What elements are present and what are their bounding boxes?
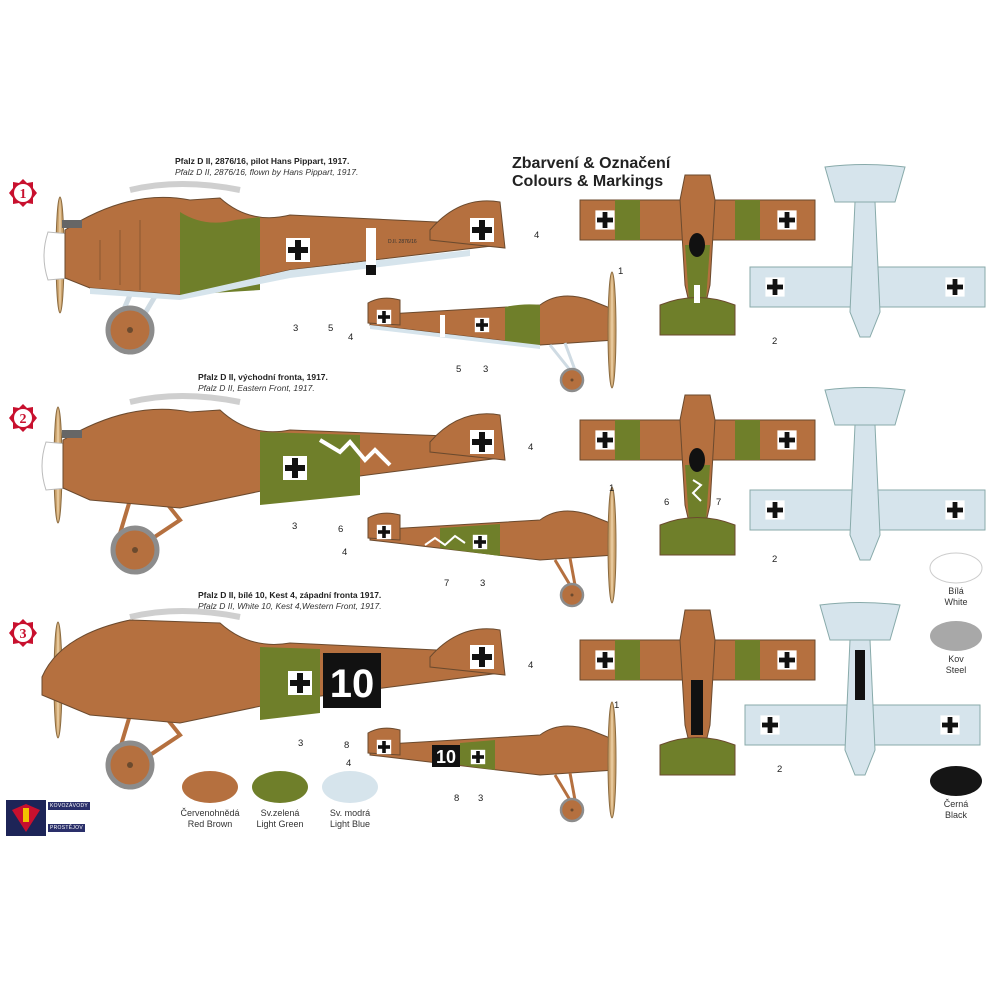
callout-number: 1 bbox=[614, 700, 620, 711]
header-title-cz: Zbarvení & Označení bbox=[512, 155, 671, 172]
caption-en: Pfalz D II, 2876/16, flown by Hans Pippa… bbox=[175, 167, 359, 177]
swatch-black bbox=[930, 766, 982, 796]
callout-number: 8 bbox=[454, 793, 460, 804]
variant-badge-icon-2: 2 bbox=[9, 404, 37, 432]
callout-number: 4 bbox=[528, 660, 534, 671]
caption-en: Pfalz D II, Eastern Front, 1917. bbox=[198, 383, 315, 393]
callout-number: 2 bbox=[777, 764, 783, 775]
callout-number: 1 bbox=[609, 483, 615, 494]
swatch-ellipse bbox=[930, 766, 982, 796]
callout-number: 8 bbox=[344, 740, 350, 751]
swatch-ellipse bbox=[252, 771, 308, 803]
logo-line2: PROSTĚJOV bbox=[48, 824, 85, 832]
brand-logo: KOVOZÁVODY PROSTĚJOV bbox=[6, 800, 106, 836]
variant-badge-icon-1: 1 bbox=[9, 179, 37, 207]
caption-variant-1: Pfalz D II, 2876/16, pilot Hans Pippart,… bbox=[175, 156, 358, 178]
callout-number: 4 bbox=[528, 442, 534, 453]
swatch-white bbox=[929, 552, 983, 584]
bottom-view-1 bbox=[749, 164, 986, 338]
logo-line1: KOVOZÁVODY bbox=[48, 802, 91, 810]
badge-number: 3 bbox=[20, 627, 27, 642]
callout-number: 7 bbox=[444, 578, 450, 589]
callout-number: 4 bbox=[342, 547, 348, 558]
swatch-light-green bbox=[252, 771, 308, 803]
swatch-steel bbox=[930, 621, 982, 651]
caption-cz: Pfalz D II, 2876/16, pilot Hans Pippart,… bbox=[175, 156, 350, 166]
swatch-ellipse bbox=[930, 621, 982, 651]
callout-number: 2 bbox=[772, 336, 778, 347]
callout-number: 6 bbox=[664, 497, 670, 508]
caption-cz: Pfalz D II, východní fronta, 1917. bbox=[198, 372, 328, 382]
top-view-2 bbox=[579, 394, 816, 556]
callout-number: 7 bbox=[716, 497, 722, 508]
swatch-ellipse bbox=[182, 771, 238, 803]
fuselage-number: 10 bbox=[330, 662, 375, 706]
callout-number: 3 bbox=[478, 793, 484, 804]
callout-number: 5 bbox=[456, 364, 462, 375]
swatch-light-blue bbox=[322, 771, 378, 803]
side-profile-small-1 bbox=[367, 271, 617, 393]
swatch-red-brown bbox=[182, 771, 238, 803]
callout-number: 2 bbox=[772, 554, 778, 565]
badge-number: 1 bbox=[20, 187, 27, 202]
callout-number: 3 bbox=[483, 364, 489, 375]
callout-number: 1 bbox=[618, 266, 624, 277]
bottom-view-2 bbox=[749, 387, 986, 561]
callout-number: 3 bbox=[480, 578, 486, 589]
swatch-ellipse bbox=[929, 552, 983, 584]
side-profile-small-3: 10 bbox=[367, 701, 617, 823]
side-profile-small-2 bbox=[367, 486, 617, 608]
side-profile-large-3: 10 bbox=[41, 608, 506, 815]
caption-cz: Pfalz D II, bílé 10, Kest 4, západní fro… bbox=[198, 590, 382, 600]
badge-number: 2 bbox=[20, 412, 27, 427]
callout-number: 4 bbox=[348, 332, 354, 343]
callout-number: 6 bbox=[338, 524, 344, 535]
side-profile-large-1: D.II. 2876/16 bbox=[43, 181, 506, 380]
callout-number: 3 bbox=[298, 738, 304, 749]
caption-variant-2: Pfalz D II, východní fronta, 1917. Pfalz… bbox=[198, 372, 328, 394]
top-view-3 bbox=[579, 609, 816, 776]
callout-number: 4 bbox=[346, 758, 352, 769]
variant-badge-icon-3: 3 bbox=[9, 619, 37, 647]
swatch-ellipse bbox=[322, 771, 378, 803]
caption-variant-3: Pfalz D II, bílé 10, Kest 4, západní fro… bbox=[198, 590, 382, 612]
side-profile-large-2 bbox=[41, 393, 506, 600]
bottom-view-3 bbox=[744, 602, 981, 776]
serial-text: D.II. 2876/16 bbox=[388, 239, 417, 245]
callout-number: 4 bbox=[534, 230, 540, 241]
top-view-1 bbox=[579, 174, 816, 336]
logo-emblem-icon bbox=[6, 800, 46, 836]
header-title-en: Colours & Markings bbox=[512, 173, 664, 190]
callout-number: 5 bbox=[328, 323, 334, 334]
callout-number: 3 bbox=[292, 521, 298, 532]
caption-en: Pfalz D II, White 10, Kest 4,Western Fro… bbox=[198, 601, 382, 611]
fuselage-number-small: 10 bbox=[436, 747, 456, 767]
callout-number: 3 bbox=[293, 323, 299, 334]
